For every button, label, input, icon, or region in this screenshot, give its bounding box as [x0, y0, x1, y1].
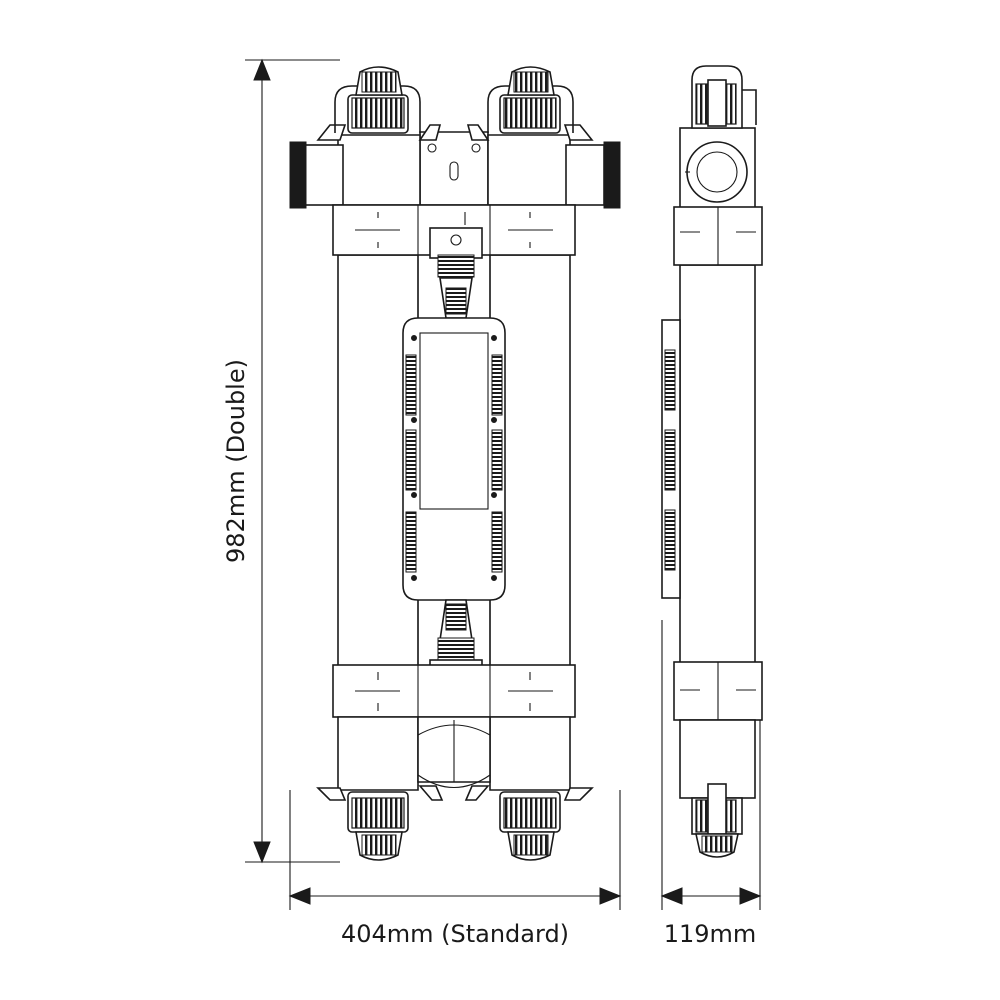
- right-bottom-cap: [499, 791, 561, 861]
- side-top-cap: [691, 65, 757, 129]
- width-dimension: 404mm (Standard): [288, 790, 622, 948]
- left-bottom-union: [337, 716, 419, 791]
- right-top-union: [487, 134, 571, 206]
- side-inlet-port: [686, 141, 748, 203]
- side-tube: [679, 264, 756, 666]
- side-view: [661, 65, 763, 858]
- left-top-cap: [347, 66, 409, 134]
- left-inlet-pipe: [304, 144, 344, 206]
- right-outlet-cap: [603, 141, 621, 209]
- side-bottom-cap: [691, 783, 743, 858]
- front-view: [289, 66, 621, 861]
- right-top-cap: [499, 66, 561, 134]
- width-dimension-label: 404mm (Standard): [341, 920, 569, 948]
- right-bottom-union: [489, 716, 571, 791]
- height-dimension: 982mm (Double): [222, 58, 340, 864]
- top-bracket: [419, 131, 489, 206]
- right-outlet-pipe: [565, 144, 605, 206]
- left-inlet-cap: [289, 141, 307, 209]
- top-connector: [429, 227, 483, 319]
- height-dimension-label: 982mm (Double): [222, 359, 250, 563]
- side-control-box: [661, 319, 681, 599]
- depth-dimension-label: 119mm: [664, 920, 757, 948]
- left-top-union: [337, 134, 421, 206]
- depth-dimension: 119mm: [660, 620, 762, 948]
- control-box: [402, 317, 506, 601]
- left-bottom-cap: [347, 791, 409, 861]
